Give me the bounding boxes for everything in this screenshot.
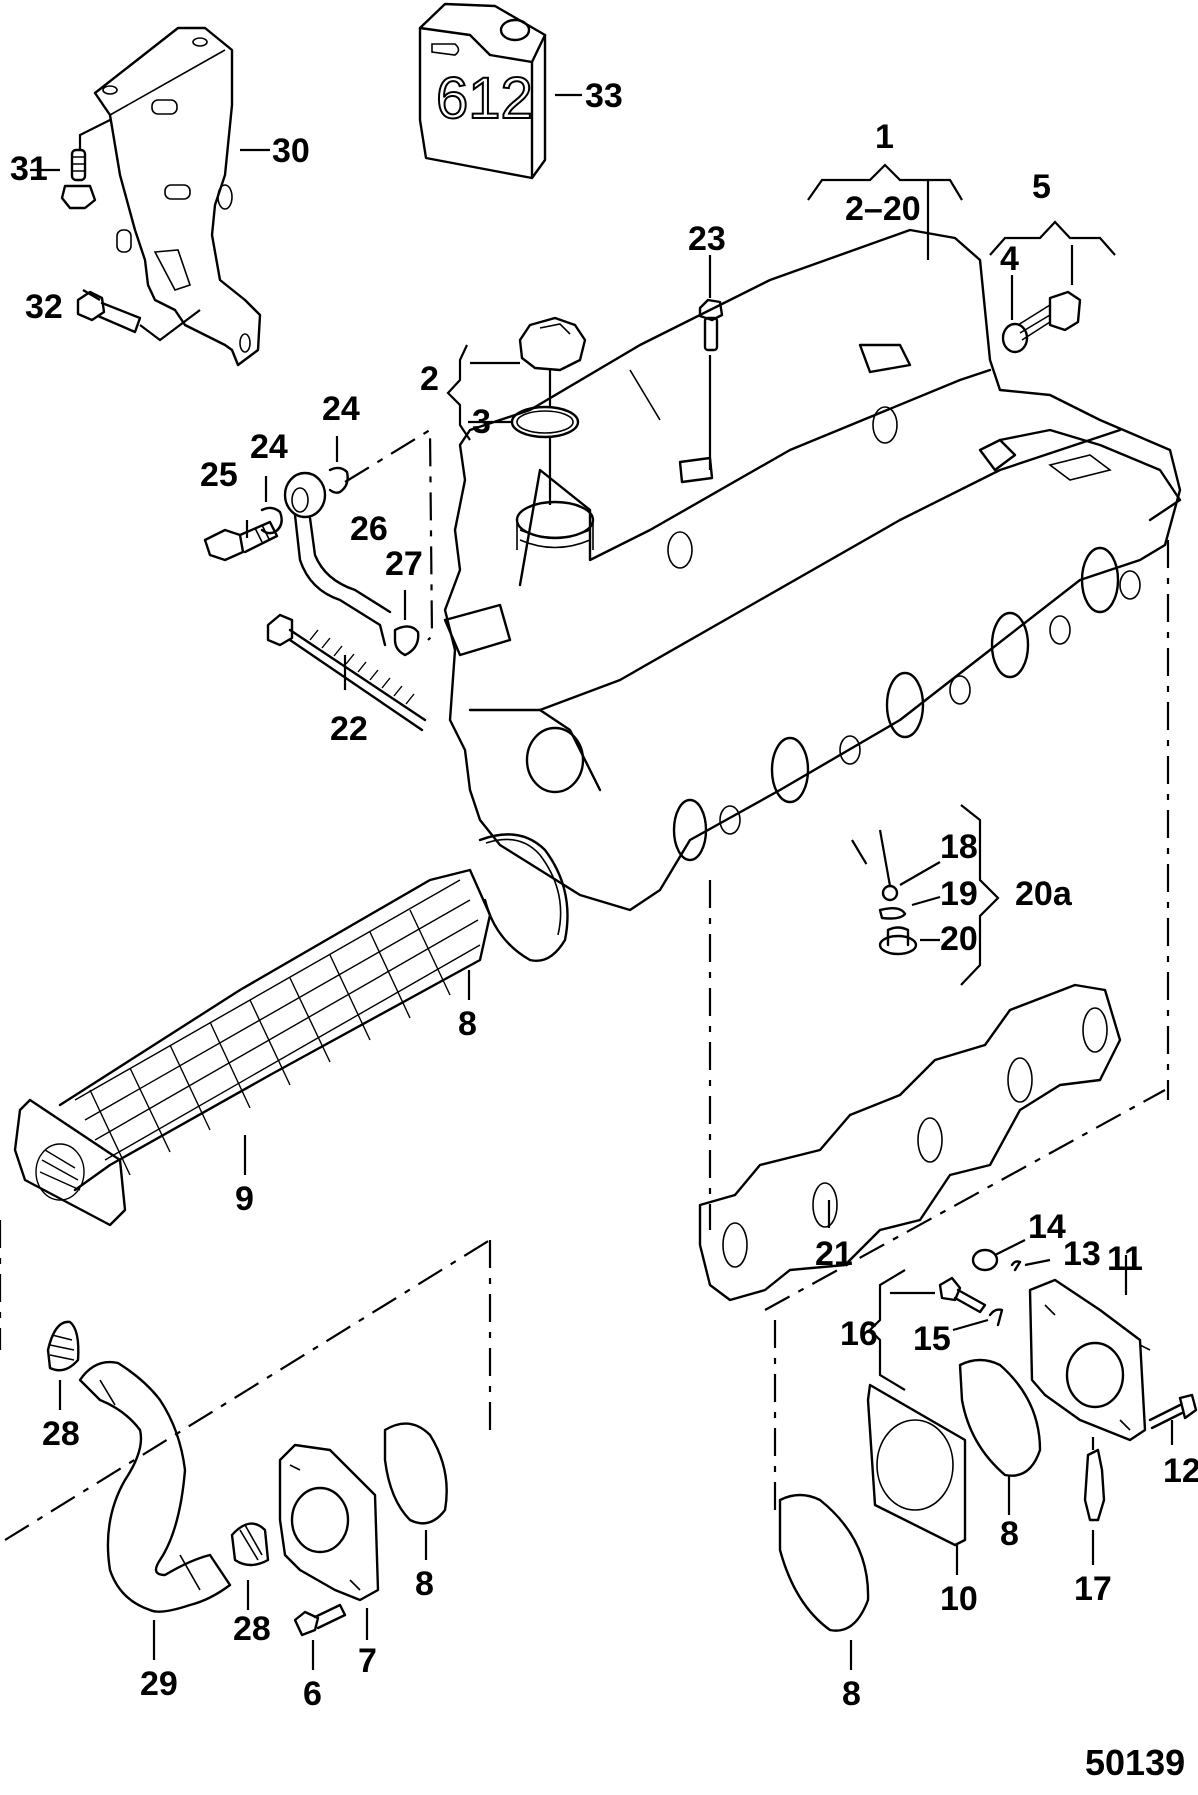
hose-part-29 [78,1360,232,1660]
callout-16: 16 [840,1315,878,1353]
callout-21: 21 [815,1235,853,1273]
callout-13: 13 [1063,1235,1101,1273]
drain-valve-part-17 [1083,1437,1106,1565]
callout-20a: 20a [1015,875,1073,913]
hose-line-routing-dash [344,428,434,641]
callout-4: 4 [1000,240,1019,278]
brace-5 [989,220,1116,256]
callout-23: 23 [688,220,726,258]
callout-15: 15 [913,1320,951,1358]
callout-12: 12 [1163,1452,1198,1490]
callout-3: 3 [472,403,491,441]
o-ring-part-8-lower-b [958,1358,1042,1515]
callout-25: 25 [200,456,238,494]
callout-2: 2 [420,360,439,398]
clamp-part-27 [393,625,420,657]
callout-28-left: 28 [42,1415,80,1453]
hose-leaders [245,436,407,620]
heat-exchanger-part-9 [13,868,492,1227]
document-id: 50139 [1085,1742,1185,1783]
seal-ring-part-24-upper [328,466,349,494]
seal-ring-part-13 [1010,1258,1051,1272]
callout-8-lower-b: 8 [1000,1515,1019,1553]
exhaust-manifold-part-1 [443,228,1182,912]
plug-assembly-part-16 [868,1269,987,1391]
alignment-dash-d [4,1239,491,1541]
callout-8-lower-a: 8 [842,1675,861,1713]
o-ring-part-8-lower-left [383,1422,448,1560]
screw-part-32 [76,290,201,342]
callout-26: 26 [350,510,388,548]
callout-24-lower: 24 [250,428,288,466]
callout-8-upper: 8 [458,1005,477,1043]
screw-part-12 [1148,1393,1198,1445]
callout-19: 19 [940,875,978,913]
leader-2-3 [468,361,520,424]
o-ring-part-8-lower-a [778,1493,870,1670]
drain-dash [851,839,871,871]
stud-part-22 [266,613,427,732]
screw-part-31 [60,119,111,210]
end-cover-part-7 [278,1443,380,1640]
callout-22: 22 [330,710,368,748]
hose-clamp-part-28-left [46,1320,80,1410]
o-ring-part-8-upper [478,833,569,962]
filler-cap-part-2 [518,316,587,372]
callout-5: 5 [1032,168,1051,206]
leader-30-31-32 [30,148,270,301]
callout-10: 10 [940,1580,978,1618]
brace-20a [960,804,1000,986]
screw-part-23 [698,255,724,470]
callout-24-upper: 24 [322,390,360,428]
callout-32: 32 [25,288,63,326]
callout-28-right: 28 [233,1610,271,1648]
callout-2-20: 2–20 [845,190,921,228]
callout-27: 27 [385,545,423,583]
callout-14: 14 [1028,1208,1066,1246]
banjo-bolt-part-25 [203,520,279,562]
callout-1: 1 [875,118,894,156]
drain-kit-leaders [878,829,941,942]
ball-part-18 [881,884,899,902]
callout-29: 29 [140,1665,178,1703]
hose-line-part-26 [283,471,392,647]
seal-ring-part-19 [878,907,907,920]
leader-4-5 [1010,245,1074,320]
callout-8-lower-left: 8 [415,1565,434,1603]
gasket-part-10 [866,1383,967,1575]
sensor-part-5 [1017,290,1082,341]
seal-ring-part-15 [952,1308,1004,1332]
seal-ring-part-3 [510,405,580,439]
seal-ring-part-4 [1001,322,1029,354]
alignment-dash-f [764,1089,1166,1311]
screw-part-6 [293,1603,347,1670]
container-marking: 612 [436,66,533,131]
callout-7: 7 [358,1642,377,1680]
plug-part-14 [971,1239,1026,1272]
hose-clamp-part-28-right [230,1522,270,1610]
callout-30: 30 [272,132,310,170]
brace-2-3 [446,344,471,441]
brace-1 [807,163,963,201]
callout-33: 33 [585,77,623,115]
callout-31: 31 [10,150,48,188]
callout-17: 17 [1074,1570,1112,1608]
coolant-container-part-33: 612 [418,2,582,180]
seal-ring-part-24-lower [260,506,283,535]
plug-part-20 [878,926,918,956]
callout-6: 6 [303,1675,322,1713]
callout-18: 18 [940,828,978,866]
manifold-gasket-part-21 [698,983,1122,1302]
bracket-part-30 [93,26,262,367]
end-cover-part-11 [1028,1255,1151,1442]
callout-11: 11 [1107,1240,1143,1278]
callout-20: 20 [940,920,978,958]
callout-9: 9 [235,1180,254,1218]
